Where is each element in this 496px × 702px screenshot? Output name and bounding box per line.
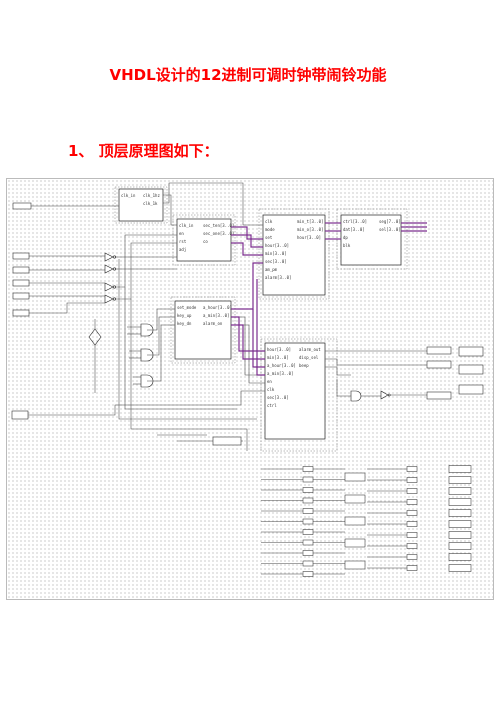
decoder-block (340, 214, 402, 266)
svg-text:a_hour[3..0]: a_hour[3..0] (203, 305, 232, 310)
lower-right-pin (448, 476, 472, 484)
lower-right-pin (448, 553, 472, 561)
svg-text:blk: blk (343, 243, 351, 248)
svg-text:rst: rst (179, 239, 187, 244)
lower-right-pin (448, 498, 472, 506)
input-buffers (104, 252, 117, 304)
lower-left-buffer (302, 571, 314, 577)
svg-text:clk: clk (265, 219, 273, 224)
lower-right-pin (448, 465, 472, 473)
signal-wires (28, 182, 427, 451)
svg-text:ctrl: ctrl (267, 403, 277, 408)
svg-text:beep: beep (299, 363, 309, 368)
svg-text:sec[3..0]: sec[3..0] (267, 395, 289, 400)
bus-wires (231, 222, 427, 376)
lower-left-buffer (302, 550, 314, 556)
lower-left-buffer (302, 508, 314, 514)
svg-text:clk_in: clk_in (121, 193, 136, 198)
svg-text:min[3..0]: min[3..0] (265, 251, 287, 256)
lower-right-buffer (406, 565, 418, 571)
svg-text:am_pm: am_pm (265, 267, 278, 272)
svg-text:a_min[3..0]: a_min[3..0] (267, 371, 294, 376)
svg-text:set: set (265, 235, 273, 240)
lower-right-pin (448, 487, 472, 495)
svg-text:a_min[3..0]: a_min[3..0] (203, 313, 230, 318)
lower-right-buffer (406, 488, 418, 494)
document-title: VHDL设计的12进制可调时钟带闹铃功能 (109, 66, 387, 84)
svg-text:hour[3..0]: hour[3..0] (267, 347, 291, 352)
lower-right-pin (448, 509, 472, 517)
svg-text:key_dn: key_dn (177, 321, 192, 326)
svg-text:a_hour[3..0]: a_hour[3..0] (267, 363, 296, 368)
lower-left-buffer (302, 529, 314, 535)
svg-text:min_t[3..0]: min_t[3..0] (297, 219, 324, 224)
svg-text:clk_in: clk_in (179, 223, 194, 228)
lower-right-pin (448, 531, 472, 539)
svg-text:sec_one[3..0]: sec_one[3..0] (203, 231, 234, 236)
lower-mid-pin (344, 472, 366, 482)
lower-right-buffer (406, 466, 418, 472)
lower-left-buffer (302, 518, 314, 525)
lower-mid-pin (344, 538, 366, 548)
lower-right-pin (448, 542, 472, 550)
svg-text:clk: clk (267, 387, 275, 392)
svg-text:alarm_on: alarm_on (203, 321, 223, 326)
lower-mid-pin (344, 560, 366, 570)
lower-left-buffer (302, 487, 314, 493)
svg-text:clk_1hz: clk_1hz (143, 193, 160, 198)
section-heading: 1、 顶层原理图如下： (68, 142, 219, 160)
lower-right-buffer (406, 532, 418, 538)
lower-right-pin (448, 564, 472, 572)
lower-right-pin (448, 520, 472, 528)
lower-left-buffer (302, 476, 314, 483)
svg-text:dp: dp (343, 235, 348, 240)
lower-right-buffer (406, 510, 418, 516)
lower-right-buffer (406, 521, 418, 527)
svg-text:sec_ten[3..0]: sec_ten[3..0] (203, 223, 234, 228)
svg-text:dat[3..0]: dat[3..0] (343, 227, 365, 232)
svg-text:alarm[3..0]: alarm[3..0] (265, 275, 292, 280)
input-pins (11, 202, 32, 420)
svg-text:en: en (267, 379, 272, 384)
svg-text:min_o[3..0]: min_o[3..0] (297, 227, 324, 232)
svg-text:disp_sel: disp_sel (299, 355, 319, 360)
svg-text:clk_1k: clk_1k (143, 201, 158, 206)
divider-block (118, 188, 164, 222)
svg-text:min[3..0]: min[3..0] (267, 355, 289, 360)
svg-text:adj: adj (179, 247, 186, 252)
svg-text:hour[3..0]: hour[3..0] (297, 235, 321, 240)
functional-blocks (118, 188, 402, 440)
alarm-setter-block (174, 300, 232, 360)
lower-mid-pin (344, 516, 366, 526)
lower-right-buffer (406, 477, 418, 483)
lower-right-buffer (406, 499, 418, 505)
svg-text:ctrl[3..0]: ctrl[3..0] (343, 219, 367, 224)
display-alarm-block (264, 342, 326, 440)
lower-right-buffer (406, 554, 418, 560)
lower-left-buffer (302, 539, 314, 546)
svg-text:alarm_out: alarm_out (299, 347, 321, 352)
second-counter-block (176, 218, 232, 262)
lower-pin-rows (261, 465, 472, 577)
lower-right-buffer (406, 543, 418, 549)
svg-text:hour[3..0]: hour[3..0] (265, 243, 289, 248)
svg-text:co: co (203, 239, 208, 244)
lower-mid-pin (344, 494, 366, 504)
svg-text:set_mode: set_mode (177, 305, 197, 310)
svg-text:mode: mode (265, 227, 275, 232)
lower-left-buffer (302, 497, 314, 504)
time-counter-block (262, 214, 326, 296)
svg-text:sel[3..0]: sel[3..0] (379, 227, 401, 232)
svg-text:en: en (179, 231, 184, 236)
lower-left-buffer (302, 560, 314, 567)
lower-left-buffer (302, 466, 314, 472)
output-pins (212, 346, 484, 446)
svg-text:seg[7..0]: seg[7..0] (379, 219, 401, 224)
svg-text:sec[3..0]: sec[3..0] (265, 259, 287, 264)
svg-text:key_up: key_up (177, 313, 192, 318)
